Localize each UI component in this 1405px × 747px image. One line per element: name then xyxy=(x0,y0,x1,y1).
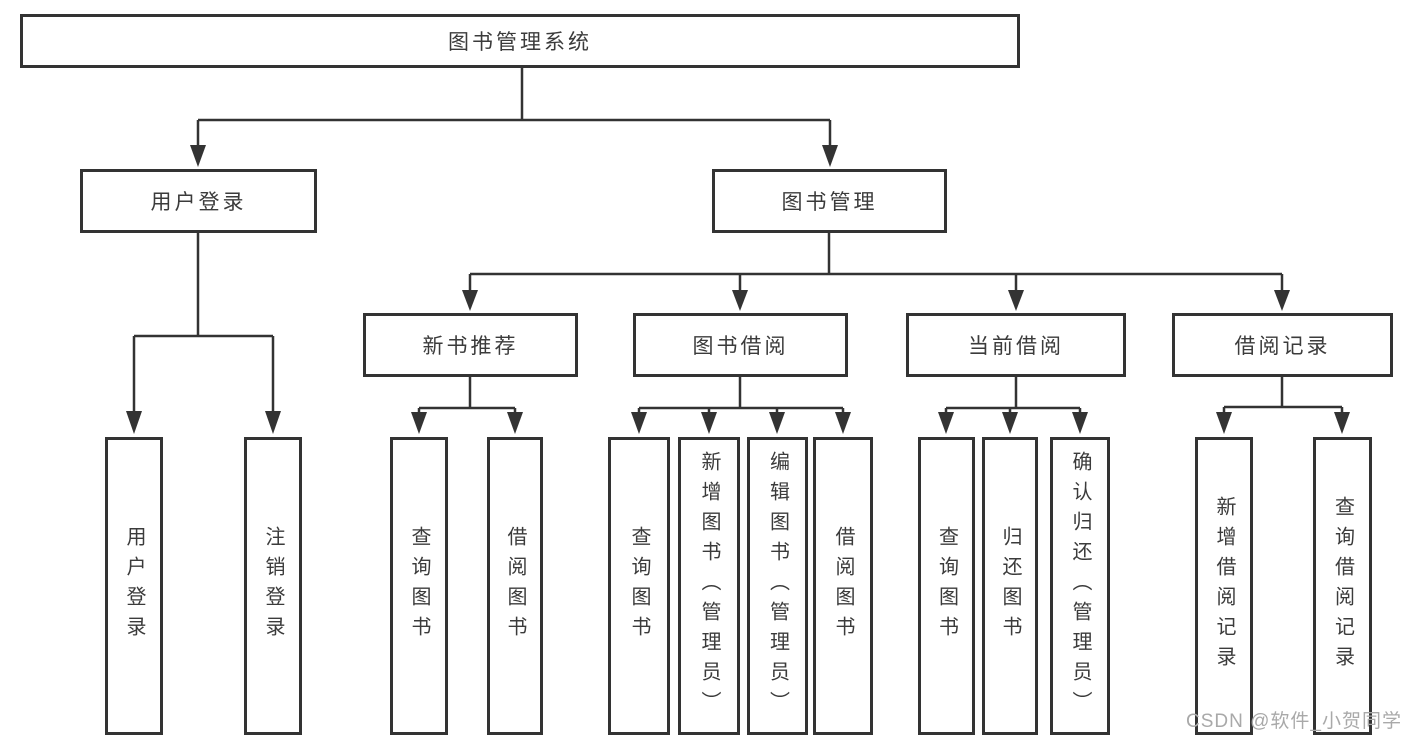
node-new-book-recommendation: 新书推荐 xyxy=(363,313,578,377)
leaf-add-books-admin: 新增图书（管理员） xyxy=(678,437,740,735)
node-user-login-module: 用户登录 xyxy=(80,169,317,233)
leaf-user-login: 用户登录 xyxy=(105,437,163,735)
leaf-return-books: 归还图书 xyxy=(982,437,1038,735)
csdn-watermark: CSDN @软件_小贺同学 xyxy=(1186,711,1402,732)
leaf-add-borrow-record: 新增借阅记录 xyxy=(1195,437,1253,735)
leaf-query-books-current: 查询图书 xyxy=(918,437,975,735)
leaf-borrow-books: 借阅图书 xyxy=(813,437,873,735)
node-library-management-system: 图书管理系统 xyxy=(20,14,1020,68)
connector-path xyxy=(132,68,1344,414)
leaf-edit-books-admin: 编辑图书（管理员） xyxy=(747,437,808,735)
arrowheads xyxy=(126,145,1350,434)
leaf-query-books-borrow: 查询图书 xyxy=(608,437,670,735)
leaf-borrow-books-newbook: 借阅图书 xyxy=(487,437,543,735)
node-current-borrowing: 当前借阅 xyxy=(906,313,1126,377)
node-borrowing-records: 借阅记录 xyxy=(1172,313,1393,377)
leaf-query-books-newbook: 查询图书 xyxy=(390,437,448,735)
leaf-confirm-return-admin: 确认归还（管理员） xyxy=(1050,437,1110,735)
leaf-logout: 注销登录 xyxy=(244,437,302,735)
node-book-management-module: 图书管理 xyxy=(712,169,947,233)
node-book-borrowing: 图书借阅 xyxy=(633,313,848,377)
leaf-query-borrow-record: 查询借阅记录 xyxy=(1313,437,1372,735)
